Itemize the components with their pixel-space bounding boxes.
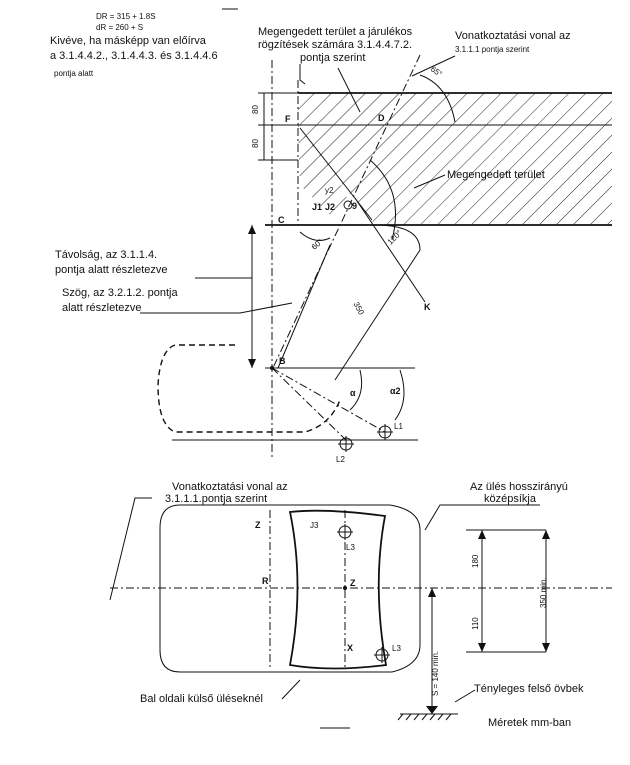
angle-120-arc [369,159,396,241]
point-k: K [424,302,431,312]
distance-arrow-top [248,225,256,234]
point-l2: L2 [336,455,345,464]
alpha2-arc [394,369,405,421]
l2-marker [338,436,354,452]
main-hatched-area [298,125,612,225]
leader-reference-top [411,55,456,77]
distance-label-2: pontja alatt részletezve [55,264,168,276]
angle-60-arc [299,231,331,241]
point-r: R [262,576,269,586]
dim-80-top: 80 [251,105,260,114]
exception-text-1: Kivéve, ha másképp van előírva [50,35,207,47]
l3-marker-bottom [374,647,390,663]
reference-line-top-label-2: 3.1.1.1 pontja szerint [455,45,530,54]
point-b: B [279,356,286,366]
dim-y2: y2 [325,186,334,195]
dim-s-140: S = 140 min. [431,651,440,696]
floor-leader [454,689,476,703]
reference-line-top-label-1: Vonatkoztatási vonal az [455,30,571,42]
seat-cushion-outline [288,509,388,670]
formula-dr-small: dR = 260 + S [96,23,143,32]
l1-marker [377,424,393,440]
l3-marker-top [337,524,353,540]
torso-outline [277,224,421,381]
point-l3-bottom: L3 [392,644,401,653]
line-b-l1 [271,367,386,433]
arrow-180-top [478,530,486,539]
allowed-area-label: Megengedett terület [447,169,545,181]
torso-reference-line [271,54,421,371]
dim-180: 180 [471,554,480,568]
dim-350-diagonal: 350 [352,300,366,316]
j1-point [343,200,353,210]
seat-centerline-label-2: középsíkja [484,493,537,505]
point-z-top: Z [255,520,261,530]
dim-80-mid: 80 [251,139,260,148]
dim-350-min: 350 min. [539,577,548,608]
point-j2: J2 [325,202,335,212]
point-l3-top: L3 [346,543,355,552]
floor-arrow [426,706,438,714]
exception-text-3: pontja alatt [54,69,94,78]
seat-centerline-label-1: Az ülés hosszirányú [470,481,568,493]
left-outer-leader [281,679,301,700]
angle-leader [140,302,293,314]
arrow-350-bottom [542,643,550,652]
arrow-110-bottom [478,643,486,652]
angle-label-1: Szög, az 3.2.1.2. pontja [62,287,178,299]
seat-centerline-leader [424,504,540,531]
seat-side-profile [157,344,341,433]
anchorage-area-label-1: Megengedett terület a járulékos [258,26,413,38]
reference-bottom-leader [109,497,152,601]
anchorage-area-label-3: pontja szerint [300,52,365,64]
allowed-area-leader [413,174,446,189]
point-9: 9 [352,201,357,211]
angle-65-arc [419,74,456,123]
point-c: C [278,215,285,225]
angle-alpha2: α2 [390,386,401,396]
line-b-l2 [271,367,347,441]
left-outer-seats-label: Bal oldali külső üléseknél [140,693,263,705]
units-label: Méretek mm-ban [488,717,571,729]
point-d: D [378,113,385,123]
angle-label-2: alatt részletezve [62,302,141,314]
floor-label: Tényleges felső övbek [474,683,584,695]
diagonal-k-line [354,197,426,303]
angle-alpha: α [350,388,356,398]
point-j3: J3 [310,521,319,530]
dim-110: 110 [471,617,480,630]
formula-dr: DR = 315 + 1.8S [96,12,156,21]
leader-anchorage [299,64,306,85]
anchorage-area-label-2: rögzítések számára 3.1.4.4.7.2. [258,39,412,51]
arrow-s-top [428,588,436,597]
alpha-arc [349,369,363,411]
point-x: X [347,643,353,653]
point-l1: L1 [394,422,403,431]
floor-hatch [397,713,452,721]
distance-label-1: Távolság, az 3.1.1.4. [55,249,157,261]
distance-arrow-bottom [248,359,256,368]
z-point-mark [343,586,347,590]
exception-text-2: a 3.1.4.4.2., 3.1.4.4.3. és 3.1.4.4.6 [50,50,218,62]
point-j1: J1 [312,202,322,212]
angle-120-label: 120° [386,228,404,246]
point-f: F [285,114,291,124]
seat-plan-outline [159,504,421,673]
point-z: Z [350,578,356,588]
arrow-350-top [542,530,550,539]
triangle-hatched-area [298,130,350,215]
reference-line-bottom-label-2: 3.1.1.1.pontja szerint [165,493,267,505]
reference-line-bottom-label-1: Vonatkoztatási vonal az [172,481,288,493]
